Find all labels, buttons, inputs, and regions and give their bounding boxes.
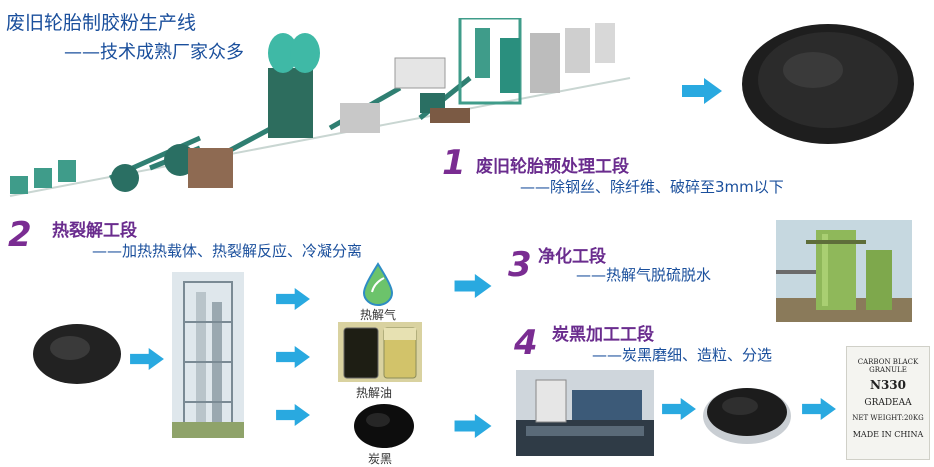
pyrolysis-reactor-image	[172, 272, 244, 438]
arrow-to-granules-icon	[662, 398, 696, 420]
arrow-to-crumb-icon	[682, 78, 722, 104]
carbon-granules-dish-image	[703, 388, 791, 444]
arrow-to-gas-icon	[276, 288, 310, 310]
carbon-black-image	[354, 404, 414, 448]
bag-line-4: NET WEIGHT:20KG	[852, 414, 924, 423]
step-2-desc: ——加热热载体、热裂解反应、冷凝分离	[92, 242, 363, 260]
carbon-black-bag: CARBON BLACK GRANULE N330 GRADEAA NET WE…	[846, 346, 930, 460]
production-line-illustration	[9, 18, 631, 197]
oil-label: 热解油	[356, 386, 393, 400]
purification-tower-image	[776, 220, 912, 322]
bag-line-3: GRADEAA	[864, 398, 912, 409]
step-3-number: 3	[508, 245, 532, 285]
step-4-desc: ——炭黑磨细、造粒、分选	[592, 346, 773, 364]
arrow-to-oil-icon	[276, 346, 310, 368]
arrow-to-reactor-icon	[130, 348, 164, 370]
page-subtitle: ——技术成熟厂家众多	[64, 42, 244, 63]
crumb-input-image	[33, 324, 121, 384]
step-4-number: 4	[514, 323, 538, 363]
step-3-desc: ——热解气脱硫脱水	[576, 266, 712, 284]
gas-drop-icon	[362, 262, 394, 306]
arrow-to-purification-icon	[454, 274, 492, 298]
step-3-title: 净化工段	[538, 247, 606, 267]
bag-line-1: CARBON BLACK GRANULE	[857, 358, 919, 374]
step-2-number: 2	[8, 215, 32, 255]
page-title: 废旧轮胎制胶粉生产线	[6, 12, 197, 34]
arrow-to-carbon-icon	[276, 404, 310, 426]
gas-label: 热解气	[360, 308, 397, 322]
rubber-crumb-image	[742, 24, 914, 144]
bag-line-2: N330	[869, 378, 907, 393]
step-1-title: 废旧轮胎预处理工段	[476, 157, 629, 177]
arrow-to-bag-icon	[802, 398, 836, 420]
step-1-number: 1	[442, 143, 466, 183]
arrow-to-carbon-processing-icon	[454, 414, 492, 438]
step-4-title: 炭黑加工工段	[552, 325, 654, 345]
step-2-title: 热裂解工段	[52, 221, 137, 241]
bag-line-5: MADE IN CHINA	[852, 430, 924, 440]
step-1-desc: ——除钢丝、除纤维、破碎至3mm以下	[520, 178, 784, 196]
carbon-processing-machine-image	[516, 370, 654, 456]
pyrolysis-oil-image	[338, 322, 422, 382]
carbon-label: 炭黑	[368, 452, 393, 466]
